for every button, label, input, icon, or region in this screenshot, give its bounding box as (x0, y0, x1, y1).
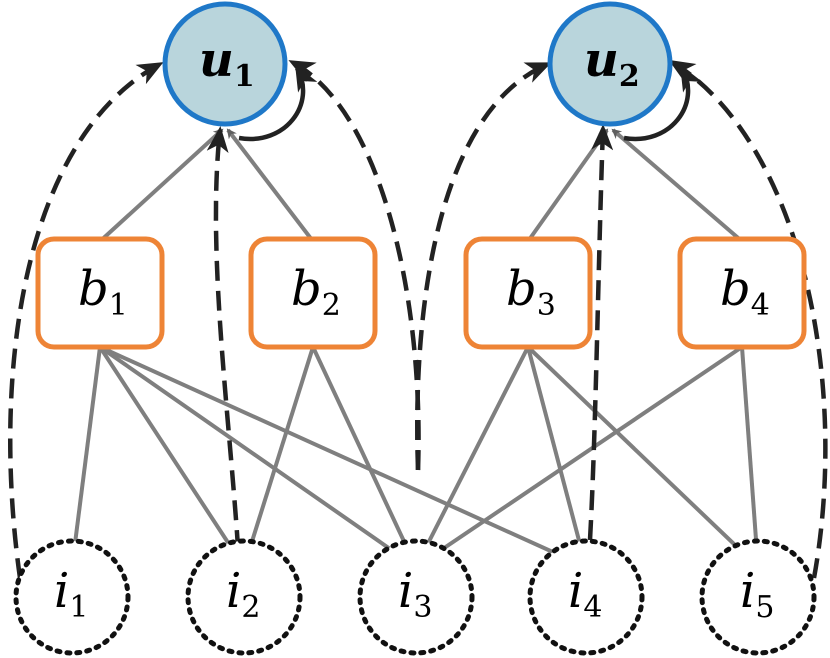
item-label-i2: i2 (226, 563, 260, 625)
bundle-label-b2-subscript: 2 (322, 288, 341, 323)
bundle-label-b1-subscript: 1 (109, 288, 128, 323)
bundle-label-b2: b2 (291, 261, 341, 323)
edge-b4-u2 (611, 128, 741, 241)
user-label-u2: u2 (584, 32, 640, 94)
user-node-u1 (162, 1, 288, 127)
dashed-edge-i1-u1 (8, 62, 164, 579)
edge-b1-i4 (99, 345, 587, 569)
user-label-u2-subscript: 2 (619, 59, 640, 94)
edge-b1-u1 (101, 128, 224, 241)
bundle-label-b3-letter: b (506, 261, 537, 317)
item-node-i4 (527, 538, 645, 656)
item-label-i4-letter: i (568, 563, 583, 619)
bundle-label-b4-subscript: 4 (751, 288, 770, 323)
dashed-edge-i3-u2 (414, 61, 552, 471)
item-label-i1-letter: i (54, 563, 69, 619)
bundle-node-b4 (677, 236, 807, 350)
bundle-label-b1-letter: b (78, 261, 109, 317)
edge-layer (8, 59, 828, 581)
item-label-i5: i5 (740, 563, 774, 625)
edge-b2-u1 (226, 128, 313, 241)
item-label-i5-subscript: 5 (755, 590, 774, 625)
item-label-i5-letter: i (740, 563, 755, 619)
edge-b3-i5 (526, 345, 760, 569)
user-label-u1-letter: u (199, 32, 234, 88)
user-label-u1-subscript: 1 (234, 59, 255, 94)
edge-b4-i5 (740, 346, 760, 568)
edge-b1-i2 (98, 345, 246, 569)
bundle-node-b3 (463, 236, 593, 350)
item-label-i3-subscript: 3 (413, 590, 432, 625)
edge-b1-i1 (70, 346, 102, 568)
item-node-i3 (357, 538, 475, 656)
bundle-label-b1: b1 (78, 261, 128, 323)
user-label-u1: u1 (199, 32, 255, 94)
item-node-i1 (13, 538, 131, 656)
user-label-u2-letter: u (584, 32, 619, 88)
user-node-u2 (547, 1, 673, 127)
item-label-i3-letter: i (398, 563, 413, 619)
item-label-i4-subscript: 4 (583, 590, 602, 625)
self-loop-u2 (623, 64, 703, 142)
item-label-i1-subscript: 1 (69, 590, 88, 625)
self-loop-u1 (238, 64, 318, 142)
edge-b3-i3 (414, 346, 530, 568)
bundle-label-b4: b4 (720, 261, 770, 323)
bundle-node-b1 (35, 236, 165, 350)
edge-b3-i4 (526, 346, 588, 568)
item-label-i2-subscript: 2 (241, 590, 260, 625)
bundle-label-b3-subscript: 3 (537, 288, 556, 323)
edge-b2-i3 (311, 346, 418, 568)
bundle-node-b2 (248, 236, 378, 350)
item-node-i2 (185, 538, 303, 656)
bundle-label-b3: b3 (506, 261, 556, 323)
edge-b4-i3 (414, 345, 744, 569)
item-label-i3: i3 (398, 563, 432, 625)
item-label-i2-letter: i (226, 563, 241, 619)
edge-b1-i3 (98, 345, 418, 569)
dashed-edge-i4-u2 (587, 124, 614, 541)
item-label-i1: i1 (54, 563, 88, 625)
edge-b3-u2 (528, 128, 609, 241)
bundle-label-b2-letter: b (291, 261, 322, 317)
dashed-edge-i2-u1 (206, 126, 243, 581)
item-node-i5 (699, 538, 817, 656)
item-label-i4: i4 (568, 563, 602, 625)
bundle-label-b4-letter: b (720, 261, 751, 317)
edge-b2-i2 (242, 346, 315, 568)
